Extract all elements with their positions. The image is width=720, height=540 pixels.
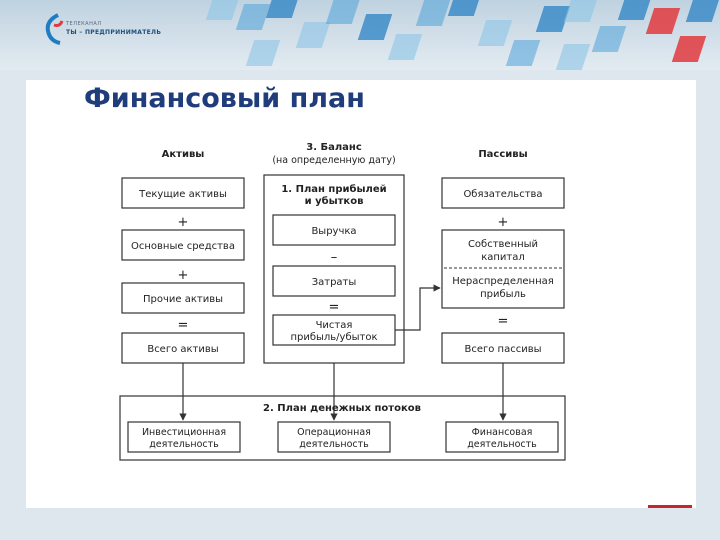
label-equity-line2: капитал bbox=[481, 252, 525, 263]
op-liabilities-equals: = bbox=[498, 314, 509, 329]
label-financing-line2: деятельность bbox=[467, 439, 537, 450]
op-liabilities-plus: + bbox=[498, 215, 509, 230]
label-operating-line1: Операционная bbox=[297, 427, 371, 438]
label-net-profit-line2: прибыль/убыток bbox=[290, 332, 377, 343]
op-pnl-minus: – bbox=[331, 250, 338, 265]
label-other-assets: Прочие активы bbox=[143, 294, 223, 305]
header-balance-date: (на определенную дату) bbox=[272, 155, 395, 166]
label-retained-line2: прибыль bbox=[480, 289, 526, 300]
label-obligations: Обязательства bbox=[463, 189, 542, 200]
label-financing-line1: Финансовая bbox=[472, 427, 533, 438]
op-pnl-equals: = bbox=[329, 300, 340, 315]
label-fixed-assets: Основные средства bbox=[131, 241, 235, 252]
label-costs: Затраты bbox=[312, 277, 357, 288]
label-operating-line2: деятельность bbox=[299, 439, 369, 450]
label-revenue: Выручка bbox=[311, 226, 356, 237]
header-pnl-line2: и убытков bbox=[305, 195, 364, 207]
header-cashflow: 2. План денежных потоков bbox=[263, 403, 421, 414]
label-total-assets: Всего активы bbox=[147, 344, 218, 355]
op-assets-plus-1: + bbox=[178, 215, 189, 230]
label-current-assets: Текущие активы bbox=[138, 189, 227, 200]
label-equity-line1: Собственный bbox=[468, 239, 538, 250]
header-balance: 3. Баланс bbox=[306, 142, 362, 153]
op-assets-equals: = bbox=[178, 318, 189, 333]
header-pnl-line1: 1. План прибылей bbox=[281, 183, 386, 195]
op-assets-plus-2: + bbox=[178, 268, 189, 283]
label-total-liabilities: Всего пассивы bbox=[464, 344, 541, 355]
label-net-profit-line1: Чистая bbox=[316, 320, 353, 331]
label-retained-line1: Нераспределенная bbox=[452, 276, 554, 287]
header-assets: Активы bbox=[162, 149, 205, 160]
label-investing-line2: деятельность bbox=[149, 439, 219, 450]
label-investing-line1: Инвестиционная bbox=[142, 427, 226, 438]
header-liabilities: Пассивы bbox=[478, 149, 527, 160]
